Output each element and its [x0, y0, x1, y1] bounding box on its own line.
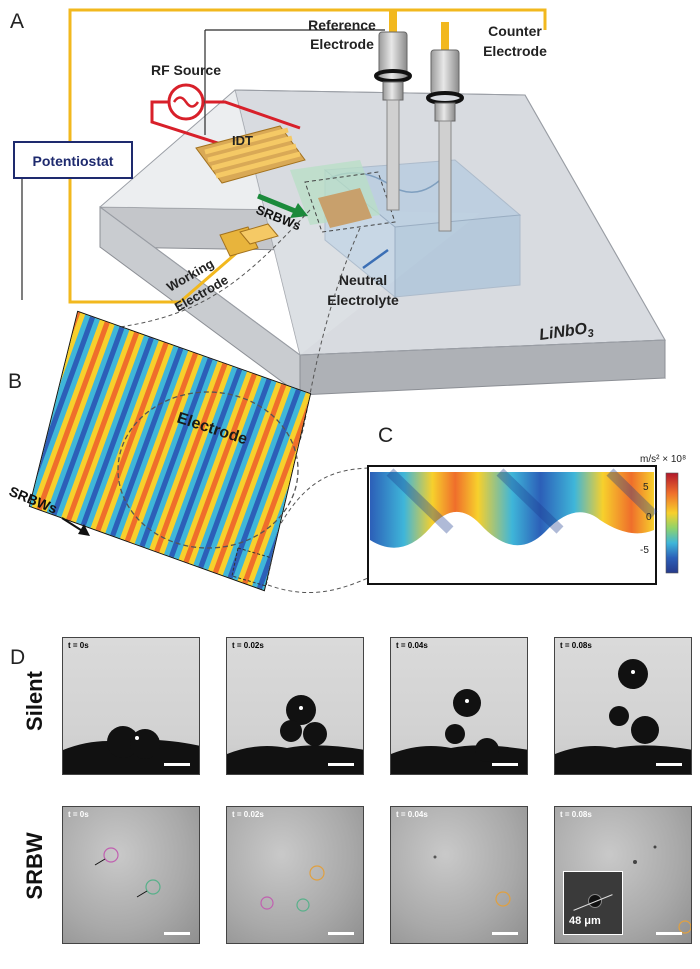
row-label-srbw: SRBW: [22, 832, 47, 900]
frame-time-label: t = 0.08s: [560, 641, 592, 650]
srbw-arrow: [257, 193, 308, 218]
colorbar-tick-5: 5: [643, 482, 649, 493]
scale-bar: [656, 763, 682, 766]
srbw-frame-2-bubbles: [260, 865, 325, 912]
silent-frame-2-drops: [227, 695, 363, 774]
silent-frame-1: t = 0s: [62, 637, 200, 775]
idt-electrodes: [195, 125, 306, 184]
panel-c-wave: [370, 468, 658, 548]
srbw-frame-3-bubbles: [433, 855, 511, 907]
frame-time-label: t = 0s: [68, 810, 89, 819]
reference-electrode-label-2: Electrode: [310, 36, 374, 52]
srbw-frame-1: t = 0s: [62, 806, 200, 944]
frame-time-label: t = 0.04s: [396, 641, 428, 650]
idt-label: IDT: [232, 133, 253, 148]
silent-frame-3: t = 0.04s: [390, 637, 528, 775]
scale-bar: [492, 763, 518, 766]
srbw-frame-4-bubbles: [633, 845, 691, 934]
neutral-electrolyte-label-1: Neutral: [339, 272, 387, 288]
scale-bar: [656, 932, 682, 935]
potentiostat-box: Potentiostat: [13, 141, 133, 179]
colorbar-tick-0: 0: [646, 512, 652, 523]
silent-frame-3-drops: [391, 689, 527, 774]
frame-time-label: t = 0.08s: [560, 810, 592, 819]
frame-time-label: t = 0.02s: [232, 641, 264, 650]
silent-frame-4-drops: [555, 659, 691, 774]
potentiostat-label: Potentiostat: [33, 153, 114, 169]
srbw-frame-3: t = 0.04s: [390, 806, 528, 944]
colorbar-unit: m/s² × 10⁸: [640, 454, 686, 465]
reference-electrode-label-1: Reference: [308, 17, 376, 33]
electrolyte-pointer: [362, 248, 389, 270]
rf-source-label: RF Source: [151, 62, 221, 78]
srbw-frame-1-bubbles: [94, 847, 161, 898]
substrate-label-sub: 3: [587, 328, 595, 341]
wave-patch: [290, 160, 396, 233]
reference-electrode-icon: [374, 10, 412, 211]
inset-zoom: 48 μm: [563, 871, 623, 935]
scale-bar: [328, 763, 354, 766]
scale-bar: [328, 932, 354, 935]
silent-frame-2: t = 0.02s: [226, 637, 364, 775]
srbw-frame-4: t = 0.08s 48 μm: [554, 806, 692, 944]
panel-b-electrode-outline: [117, 391, 299, 549]
panel-label-d: D: [10, 646, 26, 669]
neutral-electrolyte-label-2: Electrolyte: [327, 292, 399, 308]
schematic-svg: Potentiostat A RF Source IDT SRBWs Refer…: [7, 8, 686, 594]
counter-electrode-label-1: Counter: [488, 23, 542, 39]
panel-label-a: A: [10, 10, 24, 33]
rf-source-icon: [167, 83, 205, 121]
colorbar-tick-neg5: -5: [640, 545, 649, 556]
frame-time-label: t = 0s: [68, 641, 89, 650]
colorbar: m/s² × 10⁸ 5 0 -5: [640, 454, 686, 574]
row-label-silent: Silent: [22, 671, 47, 731]
scale-bar: [492, 932, 518, 935]
srbw-frame-2: t = 0.02s: [226, 806, 364, 944]
colorbar-gradient: [665, 472, 679, 574]
silent-frame-1-drops: [63, 726, 199, 774]
frame-time-label: t = 0.02s: [232, 810, 264, 819]
working-electrode-pad: [219, 223, 279, 257]
scale-bar: [164, 763, 190, 766]
counter-electrode-icon: [426, 22, 464, 232]
panel-label-b: B: [8, 370, 22, 393]
panel-label-c: C: [378, 424, 393, 447]
panel-b-arrow: [61, 517, 90, 536]
counter-electrode-label-2: Electrode: [483, 43, 547, 59]
electrolyte-box: [323, 159, 522, 299]
frame-time-label: t = 0.04s: [396, 810, 428, 819]
substrate-label-main: LiNbO: [538, 320, 588, 344]
scale-bar: [164, 932, 190, 935]
silent-frame-4: t = 0.08s: [554, 637, 692, 775]
inset-scale-label: 48 μm: [569, 915, 601, 927]
substrate-label: LiNbO3: [538, 320, 594, 347]
